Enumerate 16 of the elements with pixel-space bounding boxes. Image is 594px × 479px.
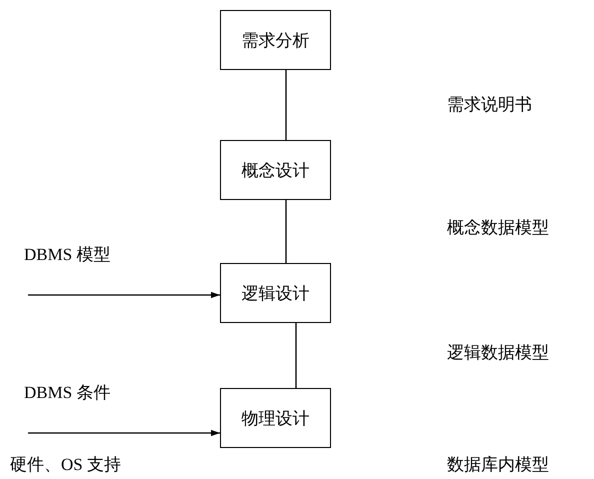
- connector-line: [285, 200, 287, 263]
- output-label: 需求说明书: [447, 95, 532, 115]
- process-box: 需求分析: [220, 10, 331, 70]
- arrow: [28, 430, 220, 436]
- process-box: 概念设计: [220, 140, 331, 200]
- connector-line: [285, 70, 287, 140]
- input-label: DBMS 模型: [24, 245, 110, 265]
- process-box: 物理设计: [220, 388, 331, 448]
- output-label: 概念数据模型: [447, 218, 549, 238]
- arrow: [28, 292, 220, 298]
- output-label: 逻辑数据模型: [447, 343, 549, 363]
- process-box: 逻辑设计: [220, 263, 331, 323]
- connector-line: [295, 323, 297, 388]
- input-label: DBMS 条件: [24, 383, 110, 403]
- output-label: 数据库内模型: [447, 455, 549, 475]
- input-label: 硬件、OS 支持: [10, 455, 121, 475]
